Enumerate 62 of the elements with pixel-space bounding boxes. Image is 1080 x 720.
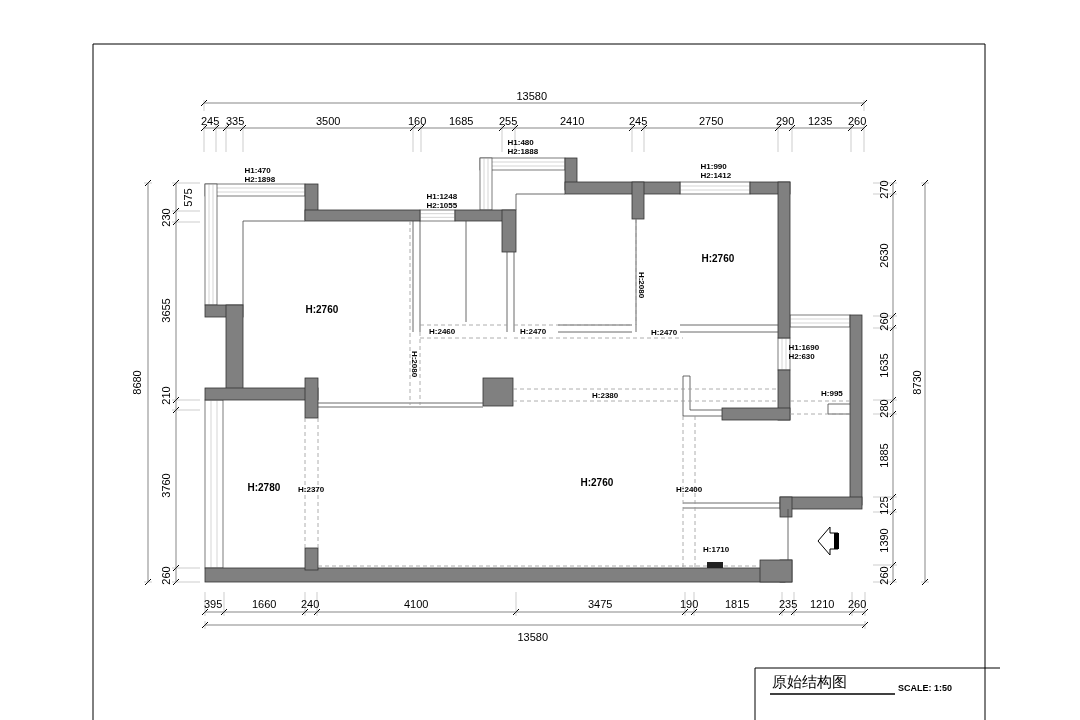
dimension-text: 335 bbox=[226, 115, 245, 127]
dimension-text: 260 bbox=[848, 598, 867, 610]
ceiling-height-label: H:2780 bbox=[247, 483, 281, 493]
opening-height-label: H:2400 bbox=[676, 486, 703, 494]
dimension-text: 260 bbox=[878, 565, 890, 585]
dimension-text: 8730 bbox=[911, 369, 923, 395]
dimension-text: 125 bbox=[878, 495, 890, 515]
dimension-text: 3655 bbox=[160, 297, 172, 323]
opening-height-label: H:1710 bbox=[703, 546, 730, 554]
dimension-text: 575 bbox=[182, 187, 194, 207]
ceiling-height-label: H:2760 bbox=[701, 254, 735, 264]
window-height-label: H1:470 H2:1898 bbox=[244, 166, 276, 185]
opening-height-label: H:995 bbox=[821, 390, 843, 398]
dimension-text: 240 bbox=[301, 598, 320, 610]
dimension-text: 245 bbox=[629, 115, 648, 127]
dimension-text: 160 bbox=[408, 115, 427, 127]
dimension-text: 13580 bbox=[516, 90, 548, 102]
dimension-text: 290 bbox=[776, 115, 795, 127]
dimension-text: 2630 bbox=[878, 242, 890, 268]
window-height-label: H1:990 H2:1412 bbox=[700, 162, 732, 181]
dimension-text: 210 bbox=[160, 385, 172, 405]
dimension-text: 1885 bbox=[878, 442, 890, 468]
dimension-text: 1660 bbox=[252, 598, 277, 610]
opening-height-label: H:2080 bbox=[637, 271, 646, 299]
dimension-text: 1210 bbox=[810, 598, 835, 610]
dimension-text: 4100 bbox=[404, 598, 429, 610]
dimension-text: 3500 bbox=[316, 115, 341, 127]
opening-height-label: H:2470 bbox=[651, 329, 678, 337]
dimension-text: 1390 bbox=[878, 527, 890, 553]
opening-height-label: H:2380 bbox=[592, 392, 619, 400]
window-height-label: H1:480 H2:1888 bbox=[507, 138, 539, 157]
opening-height-label: H:2080 bbox=[410, 350, 419, 378]
dimension-text: 255 bbox=[499, 115, 518, 127]
scale-text: SCALE: 1:50 bbox=[898, 683, 952, 693]
ceiling-height-label: H:2760 bbox=[305, 305, 339, 315]
window-height-label: H1:1690 H2:630 bbox=[788, 343, 820, 362]
dimension-text: 1685 bbox=[449, 115, 474, 127]
dimension-text: 1815 bbox=[725, 598, 750, 610]
dimension-text: 245 bbox=[201, 115, 220, 127]
opening-height-label: H:2460 bbox=[429, 328, 456, 336]
dimension-text: 2750 bbox=[699, 115, 724, 127]
dimension-text: 190 bbox=[680, 598, 699, 610]
dimension-text: 280 bbox=[878, 398, 890, 418]
dimension-text: 235 bbox=[779, 598, 798, 610]
dimension-text: 230 bbox=[160, 207, 172, 227]
drawing-title: 原始结构图 bbox=[772, 675, 847, 690]
dimension-text: 3475 bbox=[588, 598, 613, 610]
dimension-text: 1635 bbox=[878, 352, 890, 378]
ceiling-height-label: H:2760 bbox=[580, 478, 614, 488]
dimension-text: 270 bbox=[878, 179, 890, 199]
opening-height-label: H:2370 bbox=[298, 486, 325, 494]
dimension-text: 395 bbox=[204, 598, 223, 610]
window-height-label: H1:1248 H2:1055 bbox=[426, 192, 458, 211]
dimension-text: 2410 bbox=[560, 115, 585, 127]
dimension-text: 1235 bbox=[808, 115, 833, 127]
dimension-text: 260 bbox=[160, 565, 172, 585]
opening-height-label: H:2470 bbox=[520, 328, 547, 336]
dimension-text: 260 bbox=[878, 311, 890, 331]
dimension-text: 13580 bbox=[517, 631, 549, 643]
dimension-text: 260 bbox=[848, 115, 867, 127]
dimension-text: 3760 bbox=[160, 472, 172, 498]
dimension-text: 8680 bbox=[131, 369, 143, 395]
